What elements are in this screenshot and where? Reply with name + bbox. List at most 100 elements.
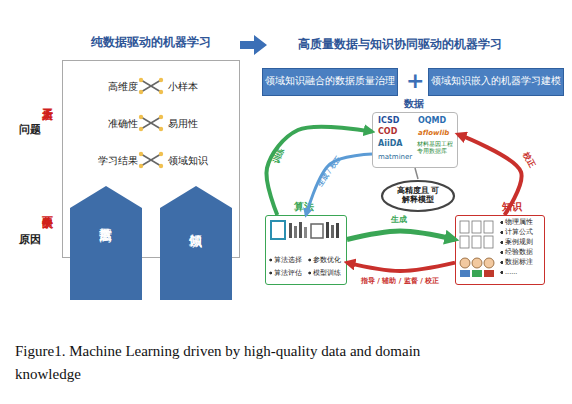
block-arrow (160, 186, 232, 300)
algorithm-logo (271, 221, 339, 239)
document-icon (460, 221, 493, 248)
conflict-icon-tip (139, 78, 143, 82)
node-text: 参数优化 (308, 256, 341, 264)
document-icon (484, 221, 493, 233)
algorithm-logo (331, 225, 334, 238)
algorithm-logo (299, 222, 302, 238)
conflict-icon-tip (139, 152, 143, 156)
node-text: aflowlib (418, 129, 449, 137)
arrow-label: 生成 (391, 216, 407, 225)
node-heading: 算法 (294, 201, 314, 213)
node-heading: 纯数据驱动的机器学习 (63, 36, 239, 50)
plus-sign: + (406, 68, 424, 93)
block-arrow (70, 186, 142, 300)
flow-arrow (266, 127, 372, 215)
conflict-icon-tip (159, 90, 163, 94)
node-heading: 数据 (404, 98, 424, 110)
conflict-icon (141, 117, 161, 129)
algorithm-logo (294, 226, 297, 238)
algorithm-logo (304, 227, 307, 238)
conflict-icon-tip (159, 152, 163, 156)
node-heading: 领域知识嵌入的机器学习建模 (429, 76, 563, 87)
algorithm-logo (326, 222, 329, 238)
conflict-icon (141, 80, 161, 92)
conflict-icon (141, 154, 161, 166)
header-arrow (240, 35, 267, 55)
row-heading: 问题 (19, 124, 41, 137)
knowledge-box: 知识物理属性计算公式案例规则经验数据数据标注...... (455, 215, 545, 285)
conflict-icon (141, 154, 161, 166)
node-text: 高维度 (76, 81, 138, 93)
header-arrow (240, 35, 267, 55)
node-text: 易用性 (168, 118, 198, 130)
flow-arrow (415, 168, 418, 179)
conflict-icon (141, 117, 161, 129)
algorithm-logo (271, 221, 285, 239)
node-text: 学习结果 (76, 155, 138, 167)
node-text: AiiDA (378, 139, 403, 148)
algorithm-box: 算法算法选择参数优化算法评估模型训练 (265, 215, 347, 285)
arrow-label: 生成 / 校正 (316, 155, 343, 188)
node-text: 算法评估 (269, 269, 302, 277)
row-heading: 原因 (19, 234, 41, 247)
node-outline (70, 186, 142, 300)
conflict-icon (141, 80, 161, 92)
node-text: 数据标注 (500, 259, 533, 266)
node-heading: 知识 (502, 201, 522, 213)
conflict-icon-tip (139, 90, 143, 94)
node-text: matminer (378, 153, 412, 161)
conflict-icon-tip (139, 127, 143, 131)
node-text: 物理属性 (500, 219, 533, 226)
conflict-icon-tip (159, 78, 163, 82)
flow-arrow (458, 134, 522, 215)
node-text: 准确性 (76, 118, 138, 130)
node-text: 计算公式 (500, 229, 533, 236)
document-icon (472, 236, 481, 248)
node-text: 案例规则 (500, 239, 533, 246)
expert-icon (472, 258, 482, 268)
section-title: 高质量数据与知识协同驱动的机器学习 (285, 38, 515, 52)
data-box: 数据ICSDOQMDCODAiiDAaflowlibmatminer材料基因工程… (372, 112, 458, 168)
node-heading: 高精度且 可解释模型 (396, 186, 440, 204)
conflict-icon-tip (139, 78, 163, 168)
node-text: 经验数据 (500, 249, 533, 256)
node-text: 模型训练 (308, 269, 341, 277)
algorithm-logo (289, 223, 292, 238)
node-outline (160, 186, 232, 300)
expert-icon (484, 258, 494, 268)
expert-icon (460, 258, 494, 277)
conflict-icon-tip (139, 164, 143, 168)
model-oval: 高精度且 可解释模型 (380, 179, 456, 213)
conflict-icon (141, 80, 161, 166)
document-icon (472, 221, 481, 233)
document-icon (460, 221, 469, 233)
conflict-icon-tip (159, 164, 163, 168)
figure-caption: Figure1. Machine Learning driven by high… (15, 340, 460, 385)
node-text: ICSD (378, 116, 399, 125)
document-icon (484, 236, 493, 248)
node-text: 算法选择 (269, 256, 302, 264)
node-text: OQMD (418, 116, 446, 125)
node-text: 领域知识 (168, 155, 208, 167)
expert-icon (460, 270, 470, 277)
cause-arrow: 领域知识 (160, 186, 232, 300)
document-icon (460, 236, 469, 248)
arrow-label: 训练 (273, 147, 287, 165)
node-text: COD (378, 127, 397, 136)
goal-box: 领域知识嵌入的机器学习建模 (428, 68, 564, 96)
node-text: 材料基因工程专用数据库 (417, 141, 455, 154)
flow-arrow (306, 154, 372, 215)
goal-box: 领域知识融合的数据质量治理 (262, 68, 398, 96)
expert-icon (460, 258, 470, 268)
arrow-label: 校正 (520, 151, 535, 169)
expert-icon (484, 270, 494, 277)
model-ellipse (382, 181, 454, 211)
conflict-icon-tip (139, 115, 143, 119)
conflict-icon-tip (159, 127, 163, 131)
algorithm-logo (311, 224, 323, 238)
arrow-label: 指导 / 辅助 / 监督 / 校正 (340, 278, 460, 286)
node-text: ...... (500, 269, 517, 276)
node-heading: 领域知识融合的数据质量治理 (263, 76, 397, 87)
cause-arrow: 高质量数据 (70, 186, 142, 300)
